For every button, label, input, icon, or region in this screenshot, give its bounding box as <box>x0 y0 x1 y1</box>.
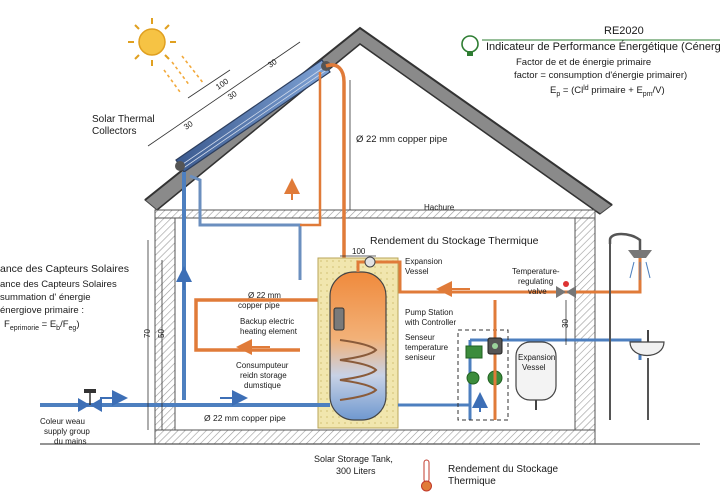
controller-icon <box>487 337 503 355</box>
pump-station-box <box>457 329 509 421</box>
consum-label-1: Consumputeur <box>236 361 289 370</box>
right-wall <box>574 217 596 431</box>
tank-label-2: 300 Liters <box>336 466 376 476</box>
expansion-big-1: Expansion <box>518 353 555 362</box>
rendement-top-label: Rendement du Stockage Thermique <box>370 235 539 247</box>
cold-return-pipe <box>176 172 302 400</box>
copper-pipe-mid-1: Ø 22 mm <box>248 291 281 300</box>
attic-floor <box>154 209 596 219</box>
backup-heater <box>333 307 345 331</box>
senseur-label-1: Senseur <box>405 333 435 342</box>
backup-label-1: Backup electric <box>240 317 294 326</box>
temp-valve-label-3: valve <box>528 287 547 296</box>
left-panel-title: ance des Capteurs Solaires <box>0 263 129 275</box>
expansion-vessel-small <box>364 256 376 268</box>
sun-icon <box>128 18 205 93</box>
tank-label-1: Solar Storage Tank, <box>314 454 393 464</box>
rendement-bottom-1: Rendement du Stockage <box>448 464 559 475</box>
temp-valve-label-1: Temperature- <box>512 267 560 276</box>
expansion-vessel-large <box>515 341 557 410</box>
re2020-badge: RE2020 <box>604 25 644 37</box>
dim-70: 70 <box>143 329 152 338</box>
collector-dim-30a: 30 <box>266 57 279 70</box>
hot-flow-pipe <box>194 63 346 355</box>
hot-supply-pipe <box>356 250 642 297</box>
mains-valve-icon <box>78 389 102 412</box>
expansion-small-2: Vessel <box>405 267 429 276</box>
cold-supply-3: du mains <box>54 437 86 446</box>
dim-50: 50 <box>157 329 166 338</box>
collectors-label-1: Solar Thermal <box>92 114 155 125</box>
pump-icon <box>465 300 503 420</box>
hachure-label: Hachure <box>424 203 455 212</box>
dim-30-right: 30 <box>561 319 570 328</box>
backup-label-2: heating element <box>240 327 298 336</box>
thermometer-icon <box>421 459 432 492</box>
shower-icon <box>608 232 652 420</box>
copper-pipe-top-label: Ø 22 mm copper pipe <box>356 134 447 145</box>
performance-panel: RE2020 Indicateur de Performance Énergét… <box>482 25 720 98</box>
performance-formula: Ep = (Clld primaire + Epm/V) <box>550 85 665 98</box>
collectors-label-2: Collectors <box>92 126 136 137</box>
temp-valve-label-2: regulating <box>518 277 553 286</box>
expansion-big-2: Vessel <box>522 363 546 372</box>
consum-label-3: dumstique <box>244 381 281 390</box>
cold-supply-1: Coleur weau <box>40 417 85 426</box>
heat-exchanger-coil <box>339 339 378 401</box>
left-panel-line1: ance des Capteurs Solaires <box>0 279 117 290</box>
senseur-label-2: temperature <box>405 343 449 352</box>
expansion-small-1: Expansion <box>405 257 442 266</box>
copper-pipe-mid-2: copper pipe <box>238 301 280 310</box>
performance-line2: factor = consumption d'énergie primairer… <box>514 70 687 81</box>
pump-label-2: with Controller <box>404 318 456 327</box>
performance-title: Indicateur de Performance Énergétique (C… <box>486 40 720 53</box>
collector-dim-30c: 30 <box>182 119 195 132</box>
performance-line1: Factor de et de énergie primaire <box>516 57 651 68</box>
left-panel-formula: Feprimorie = Eb/Feg) <box>4 319 80 332</box>
senseur-label-3: seniseur <box>405 353 436 362</box>
rendement-bottom-2: Thermique <box>448 476 496 487</box>
left-panel: ance des Capteurs Solaires ance des Capt… <box>0 263 129 332</box>
tank-dim-top: 100 <box>352 247 366 256</box>
lightbulb-icon <box>461 35 479 56</box>
sink-icon <box>629 330 665 420</box>
copper-pipe-bottom-label: Ø 22 mm copper pipe <box>204 413 286 423</box>
ground-slab <box>154 429 596 445</box>
house-roof <box>144 26 613 215</box>
pump-label-1: Pump Station <box>405 308 453 317</box>
solar-collector <box>147 41 331 173</box>
left-panel-line3: énergiove primaire : <box>0 305 84 316</box>
left-wall <box>154 217 176 431</box>
dimension-lines <box>147 80 567 430</box>
temperature-valve-icon <box>556 281 576 298</box>
cold-supply-2: supply group <box>44 427 90 436</box>
left-panel-line2: summation d' énergie <box>0 292 91 303</box>
consum-label-2: reidn storage <box>240 371 287 380</box>
